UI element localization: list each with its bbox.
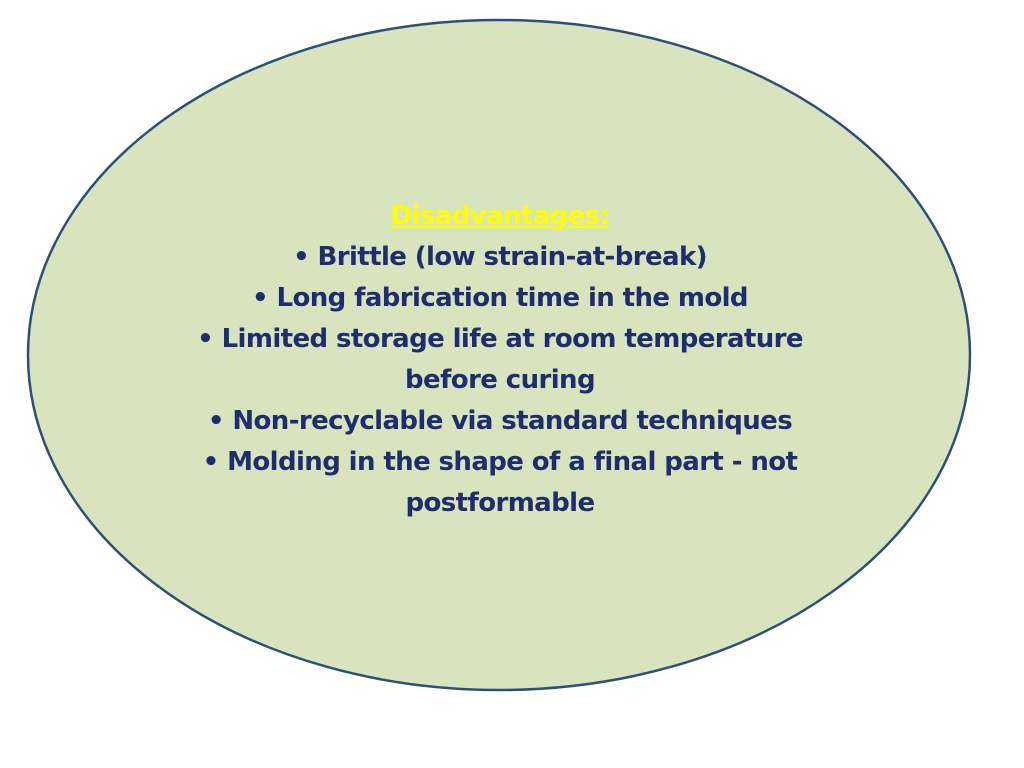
bullet-storage-life-cont: before curing	[405, 365, 596, 395]
bullet-molding-cont: postformable	[405, 488, 596, 518]
bullet-storage-life: • Limited storage life at room temperatu…	[197, 324, 803, 354]
bullet-brittle: • Brittle (low strain-at-break)	[293, 242, 707, 272]
bullet-fabrication-time: • Long fabrication time in the mold	[252, 283, 748, 313]
bullet-non-recyclable: • Non-recyclable via standard techniques	[207, 406, 793, 436]
disadvantages-heading: Disadvantages:	[390, 201, 610, 231]
disadvantages-text: Disadvantages: • Brittle (low strain-at-…	[180, 196, 820, 524]
bullet-molding: • Molding in the shape of a final part -…	[202, 447, 798, 477]
